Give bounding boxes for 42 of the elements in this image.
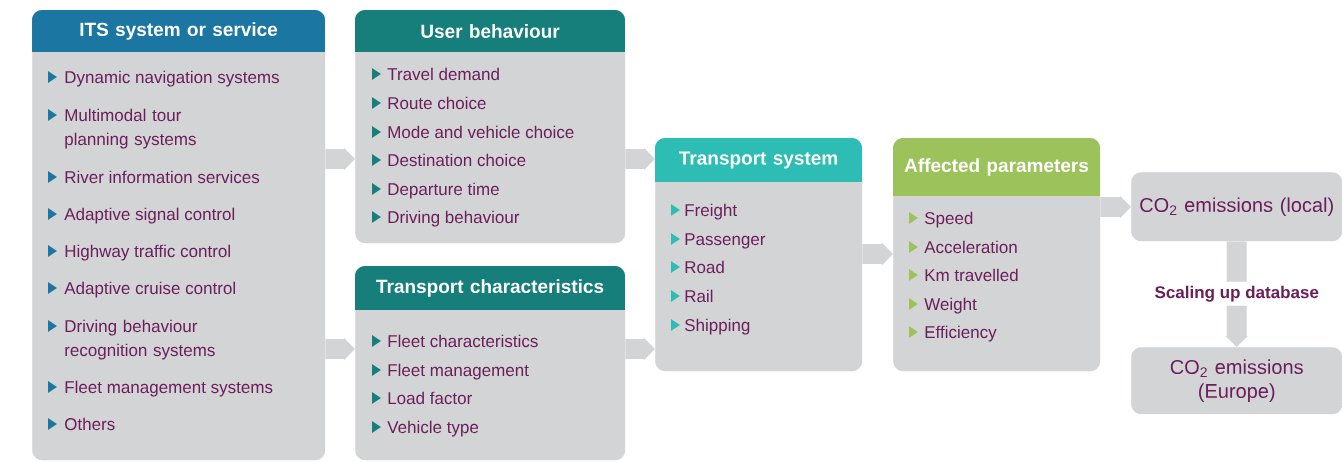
panel-header: ITS system or service <box>32 10 325 52</box>
edge-label: Scaling up database <box>1150 281 1323 306</box>
list-item: Road <box>671 260 724 274</box>
list-item: Others <box>48 417 115 431</box>
list-item: Fleet management <box>372 363 529 380</box>
panel-box <box>355 10 626 244</box>
list-item: Adaptive cruise control <box>48 281 235 298</box>
list-item: Fleet management systems <box>48 380 273 397</box>
list-item: Multimodal tour planning systems <box>48 108 196 149</box>
list-item: Travel demand <box>372 67 499 81</box>
list-item: Speed <box>909 211 973 228</box>
list-item: River information services <box>48 170 260 184</box>
list-item: Destination choice <box>372 153 526 167</box>
result-box: CO$_{2}$ emissions (local) <box>1131 172 1342 242</box>
list-item: Driving behaviour <box>372 210 520 227</box>
panel-header: Transport system <box>655 138 862 182</box>
panel-box <box>32 10 326 461</box>
list-item: Highway traffic control <box>48 244 230 261</box>
list-item: Departure time <box>372 182 499 199</box>
list-item: Driving behaviour recognition systems <box>48 319 215 360</box>
list-item: Rail <box>671 289 713 303</box>
list-item: Adaptive signal control <box>48 207 235 224</box>
list-item: Passenger <box>671 233 766 249</box>
list-item: Load factor <box>372 391 472 405</box>
list-item: Km travelled <box>909 268 1018 282</box>
list-item: Dynamic navigation systems <box>48 70 279 87</box>
list-item: Mode and vehicle choice <box>372 125 574 139</box>
list-item: Fleet characteristics <box>372 334 538 348</box>
list-item: Shipping <box>671 318 750 335</box>
panel-box <box>355 266 626 461</box>
panel-box <box>655 138 863 372</box>
panel-header: User behaviour <box>355 10 625 52</box>
list-item: Acceleration <box>909 240 1017 254</box>
panel-header: Affected parameters <box>893 138 1100 196</box>
panel-header: Transport characteristics <box>355 266 625 310</box>
list-item: Freight <box>671 203 737 220</box>
panel-box <box>893 138 1101 372</box>
list-item: Vehicle type <box>372 420 479 437</box>
list-item: Weight <box>909 297 977 314</box>
list-item: Route choice <box>372 96 486 110</box>
list-item: Efficiency <box>909 325 997 342</box>
result-box: CO$_{2}$ emissions (Europe) <box>1131 347 1342 415</box>
